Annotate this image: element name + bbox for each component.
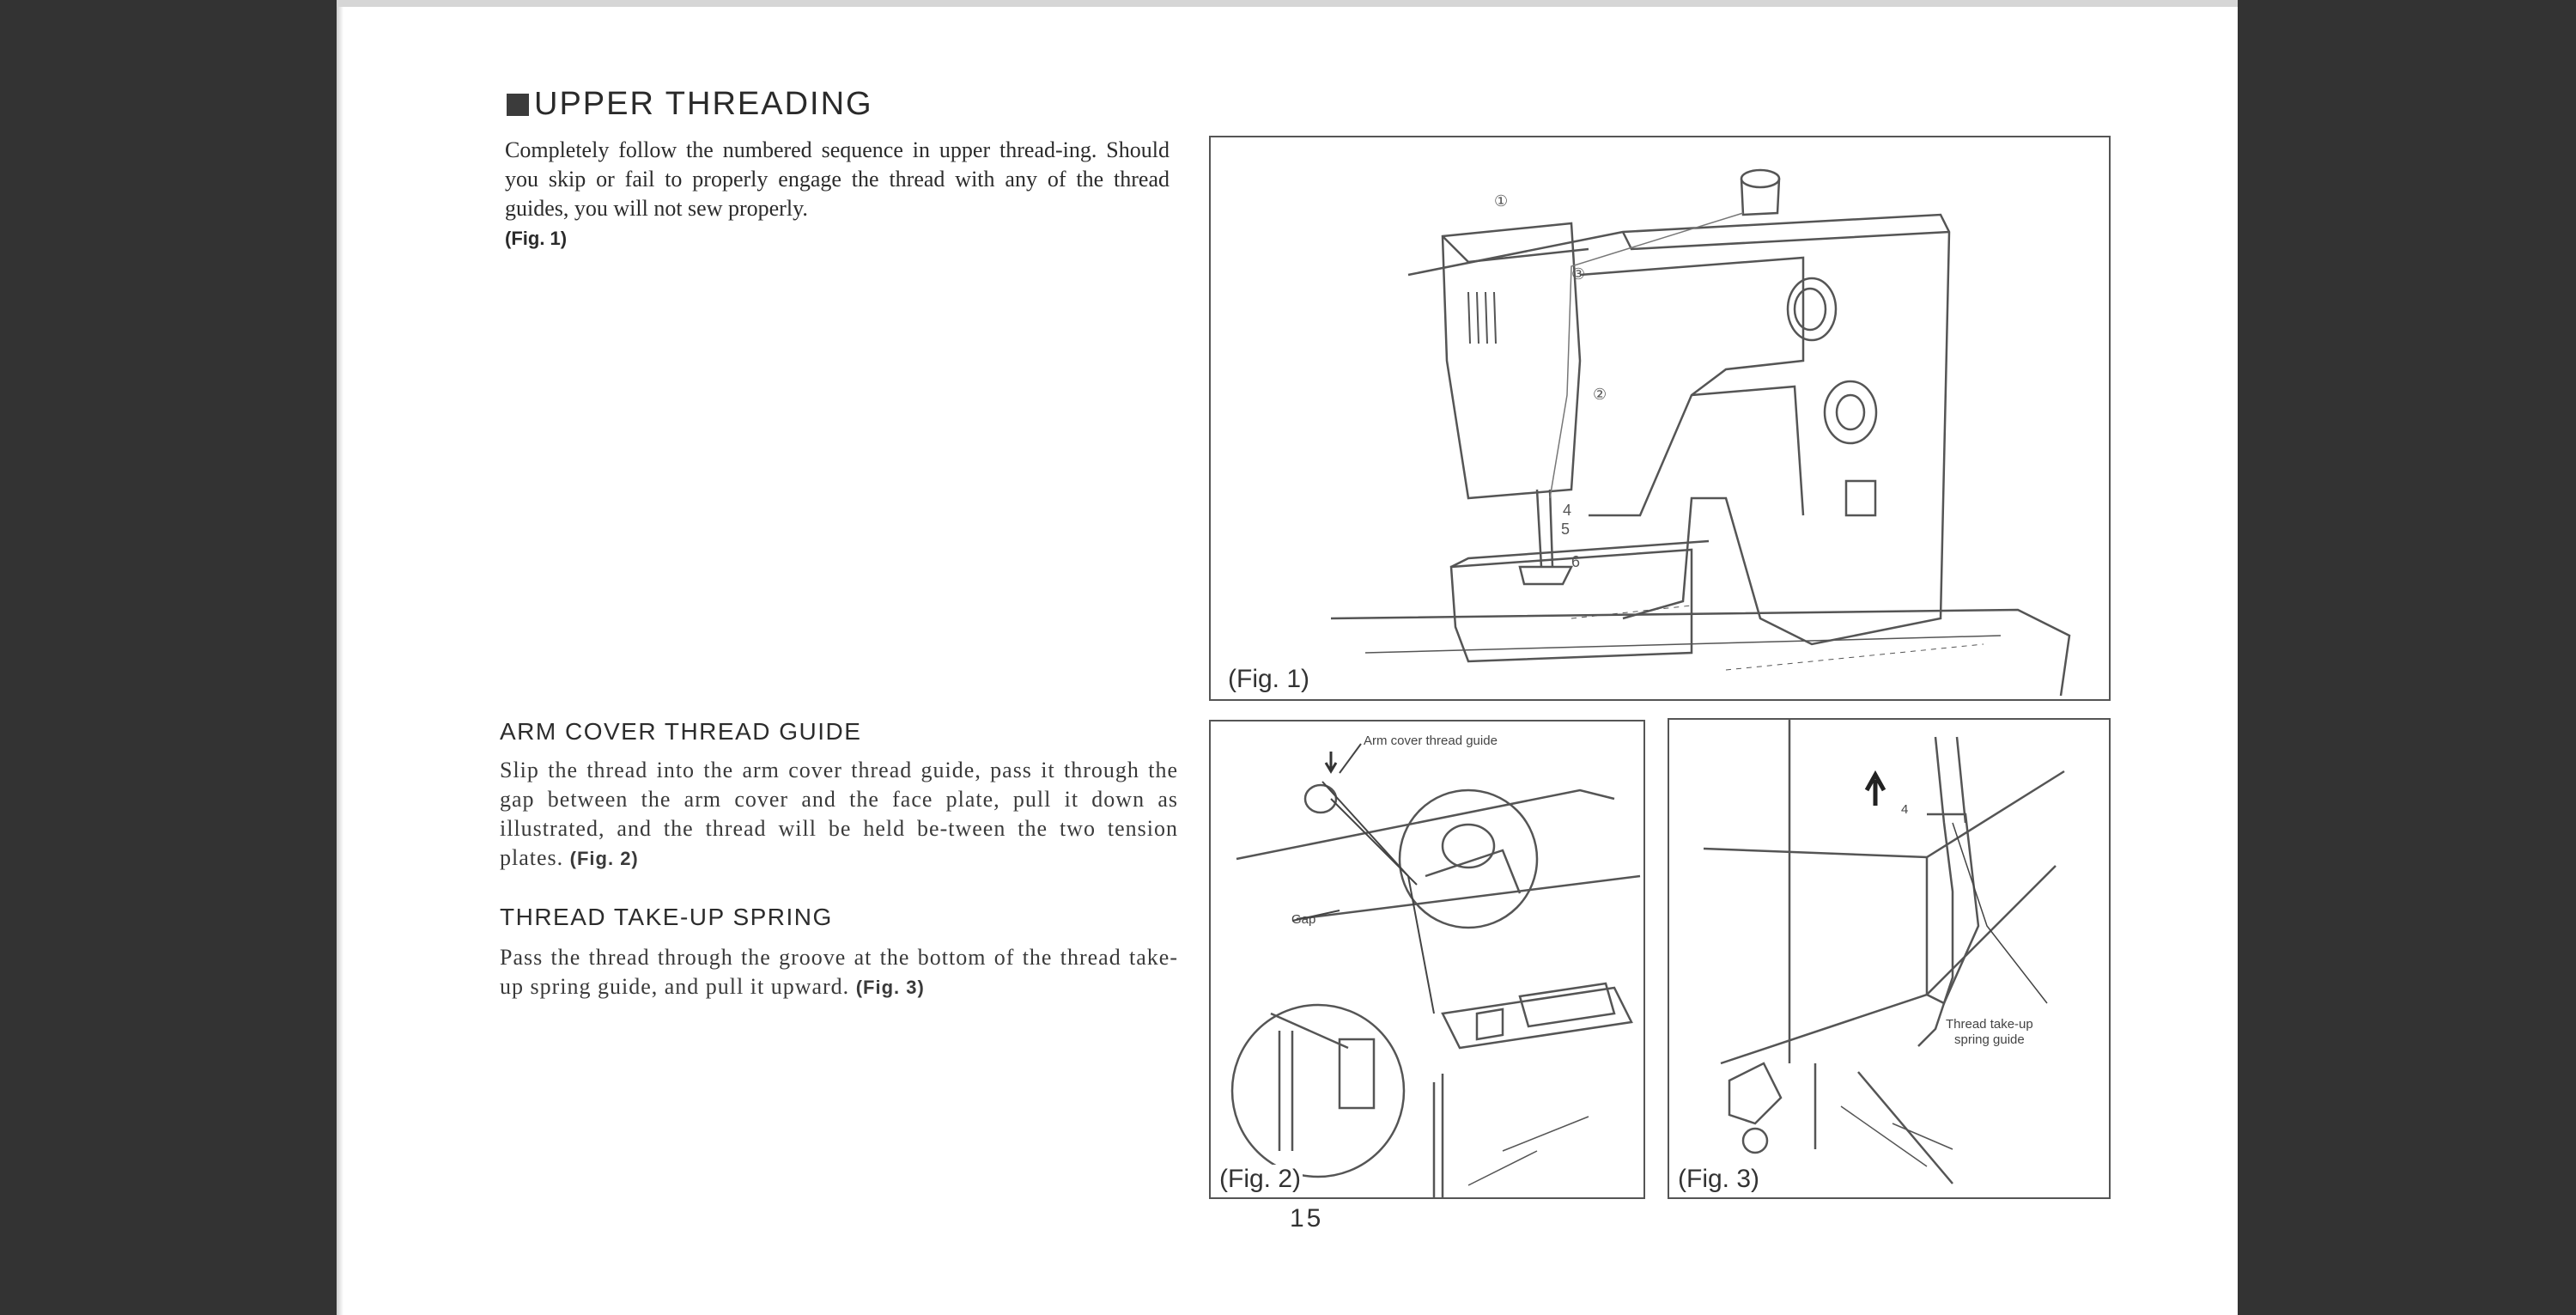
up-arrow-icon [1864, 770, 1886, 806]
take-up-text: Pass the thread through the groove at th… [500, 945, 1178, 999]
arm-cover-fig-ref: (Fig. 2) [569, 848, 639, 869]
arm-cover-text: Slip the thread into the arm cover threa… [500, 758, 1178, 870]
step-marker-2: ② [1593, 386, 1607, 403]
figure-3-take-up-spring: 4 Thread take-up spring guide (Fig. 3) [1668, 718, 2111, 1199]
section-title-text: UPPER THREADING [534, 86, 873, 122]
intro-paragraph: Completely follow the numbered sequence … [505, 136, 1170, 253]
figure-2-label: (Fig. 2) [1218, 1165, 1303, 1194]
sewing-machine-illustration: ① ② ③ 4 5 6 [1330, 168, 2071, 697]
callout-arm-cover-guide: Arm cover thread guide [1364, 734, 1498, 748]
intro-text: Completely follow the numbered sequence … [505, 137, 1170, 221]
take-up-spring-illustration [1703, 720, 2065, 1184]
filled-square-icon [507, 93, 529, 116]
figure-1-label: (Fig. 1) [1226, 665, 1312, 694]
page-number: 15 [1290, 1204, 1324, 1233]
figure-3-label: (Fig. 3) [1676, 1165, 1762, 1194]
arm-cover-illustration [1230, 743, 1641, 1197]
callout-spring-line-1: Thread take-up [1946, 1017, 2033, 1032]
down-arrow-icon [1324, 752, 1338, 774]
page-left-shadow [337, 7, 343, 1315]
step-marker-4: 4 [1563, 502, 1571, 519]
callout-spring-line-2: spring guide [1954, 1032, 2025, 1047]
take-up-paragraph: Pass the thread through the groove at th… [500, 943, 1178, 1002]
take-up-fig-ref: (Fig. 3) [855, 977, 925, 998]
step-marker-5: 5 [1561, 521, 1570, 538]
figure-1-sewing-machine: ① ② ③ 4 5 6 (Fig. 1) [1209, 136, 2111, 701]
section-title: UPPER THREADING [507, 86, 873, 123]
callout-gap: Gap [1291, 912, 1316, 927]
intro-fig-ref: (Fig. 1) [505, 228, 568, 249]
step-marker-3: ③ [1571, 265, 1585, 283]
arm-cover-heading: ARM COVER THREAD GUIDE [500, 718, 862, 745]
arm-cover-paragraph: Slip the thread into the arm cover threa… [500, 756, 1178, 874]
callout-step-4: 4 [1901, 802, 1909, 817]
step-marker-1: ① [1494, 192, 1508, 210]
callout-take-up-spring-guide: Thread take-up spring guide [1946, 1017, 2033, 1048]
viewer-top-edge [337, 0, 2238, 7]
take-up-heading: THREAD TAKE-UP SPRING [500, 904, 833, 930]
figure-2-arm-cover-guide: Arm cover thread guide Gap (Fig. 2) [1209, 720, 1645, 1199]
step-marker-6: 6 [1571, 553, 1580, 570]
